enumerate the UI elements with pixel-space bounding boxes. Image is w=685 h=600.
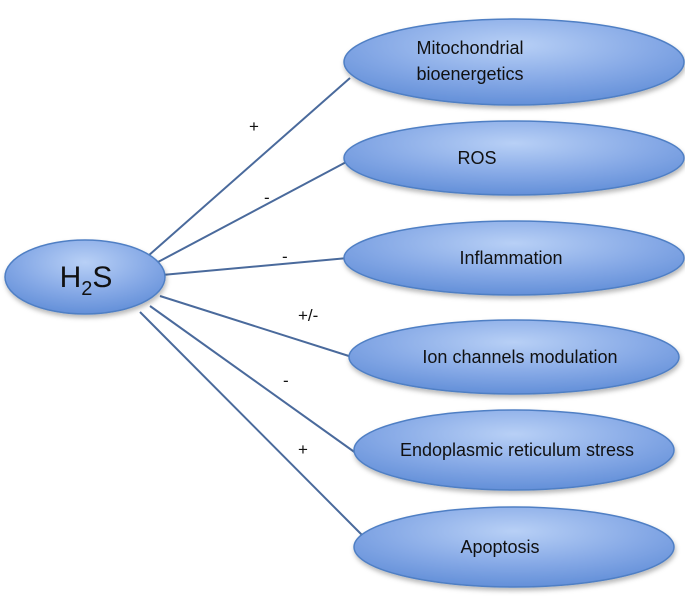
target-label: Apoptosis: [460, 537, 539, 557]
hub-label-main: H: [60, 261, 82, 294]
connector-ros: [157, 159, 351, 263]
sign-apoptosis: +: [298, 440, 308, 459]
hub-ellipse: [4, 239, 166, 315]
target-label: Ion channels modulation: [422, 347, 617, 367]
target-label: ROS: [457, 148, 496, 168]
target-ellipse: [343, 18, 685, 106]
target-label: Endoplasmic reticulum stress: [400, 440, 634, 460]
target-label: Inflammation: [459, 248, 562, 268]
sign-ros: -: [264, 188, 270, 207]
hub-node: H2S: [4, 239, 166, 315]
connector-mitochondrial: [147, 77, 351, 257]
hub-label-tail: S: [92, 261, 112, 294]
edge-signs: + - - +/- - +: [249, 117, 318, 459]
target-ellipse: [343, 220, 685, 296]
connector-apoptosis: [139, 311, 363, 536]
hub-label-subscript: 2: [81, 278, 92, 300]
connector-er-stress: [149, 305, 361, 457]
connector-ion-channels: [159, 295, 353, 358]
target-label-line1: Mitochondrial: [416, 38, 523, 58]
sign-ion-channels: +/-: [298, 306, 318, 325]
sign-inflammation: -: [282, 247, 288, 266]
target-node-ros: ROS: [343, 120, 685, 196]
target-node-er-stress: Endoplasmic reticulum stress: [353, 409, 675, 491]
sign-er-stress: -: [283, 371, 289, 390]
target-node-apoptosis: Apoptosis: [353, 506, 675, 588]
connector-inflammation: [161, 257, 349, 276]
target-label-line2: bioenergetics: [416, 64, 523, 84]
target-ellipse: [343, 120, 685, 196]
target-node-ion-channels: Ion channels modulation: [348, 319, 680, 395]
hub-label: H2S: [60, 261, 113, 300]
target-node-inflammation: Inflammation: [343, 220, 685, 296]
connector-lines: [139, 77, 363, 536]
target-ellipse: [353, 409, 675, 491]
target-ellipse: [348, 319, 680, 395]
target-node-mitochondrial: Mitochondrial bioenergetics: [343, 18, 685, 106]
target-ellipse: [353, 506, 675, 588]
sign-mitochondrial: +: [249, 117, 259, 136]
